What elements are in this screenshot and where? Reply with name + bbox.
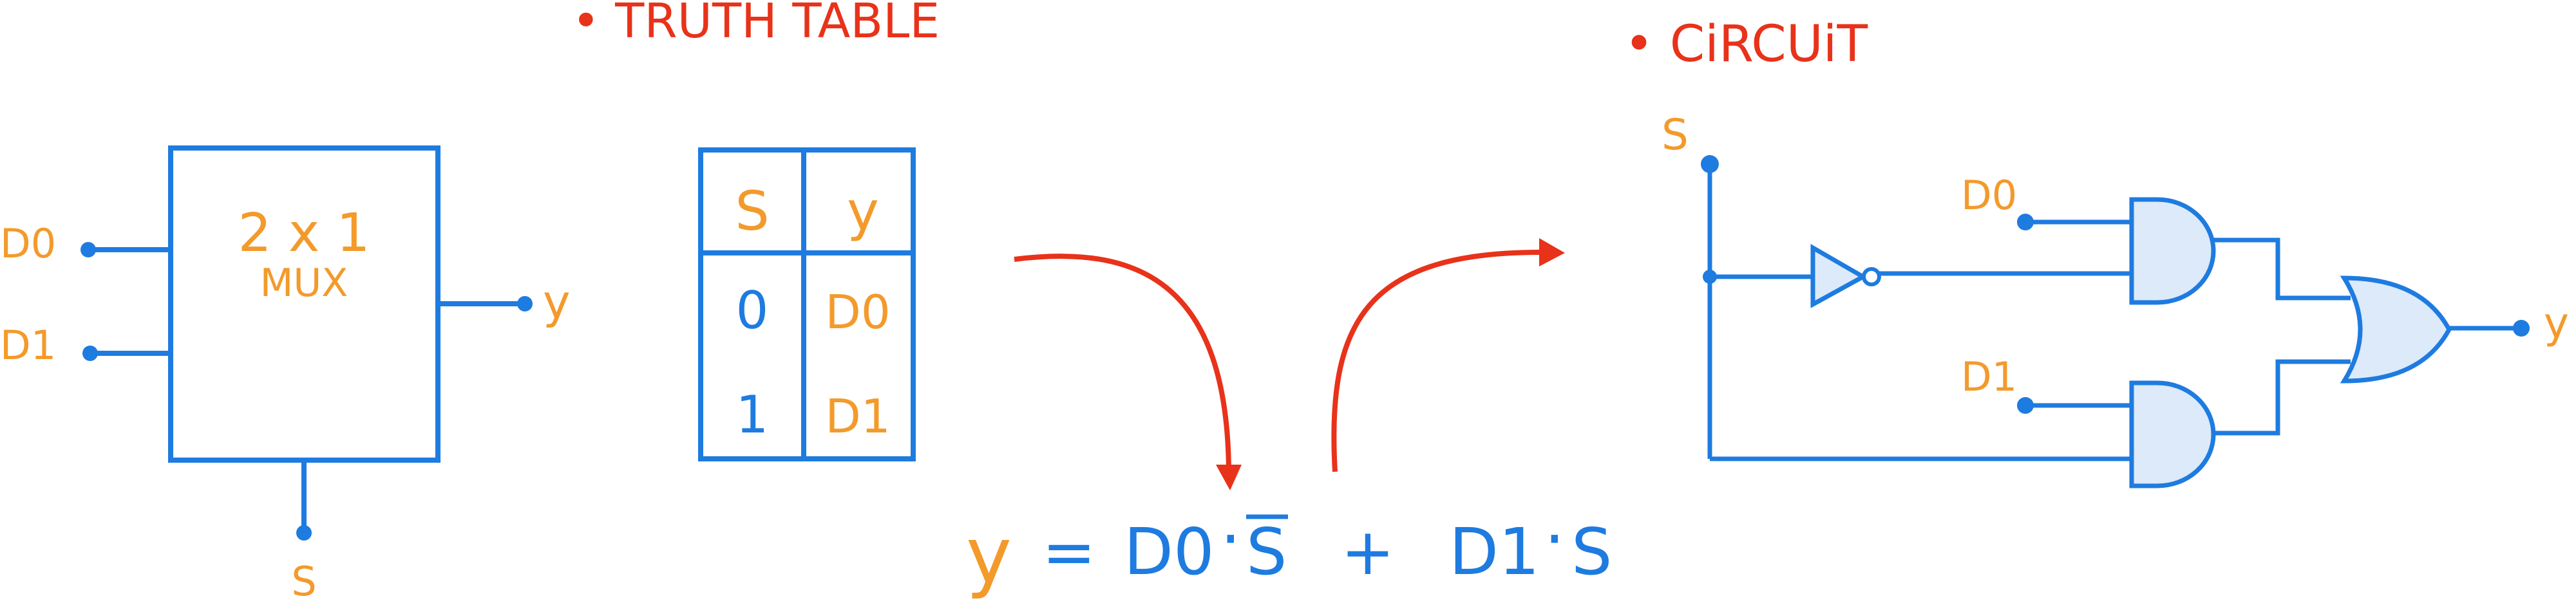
circuit-d0-label: D0 xyxy=(1961,172,2017,219)
circuit-title: • CiRCUiT xyxy=(1624,15,1868,73)
not-gate xyxy=(1810,243,1868,308)
truth-table-row2-y: D1 xyxy=(825,389,890,443)
truth-table-row1-s: 0 xyxy=(736,281,769,340)
mux-d1-terminal xyxy=(82,346,98,361)
equation-dot-2: · xyxy=(1544,501,1565,577)
mux-output-label: y xyxy=(543,275,571,329)
circuit-select-label: S xyxy=(1662,110,1689,160)
arrow-head-down xyxy=(1216,465,1242,490)
mux-select-label: S xyxy=(291,558,316,603)
equation-d1: D1 xyxy=(1449,514,1540,589)
truth-table-frame xyxy=(698,147,916,461)
mux-label-name: MUX xyxy=(260,261,348,306)
truth-table: S y 0 D0 1 D1 xyxy=(698,147,916,461)
equation-s-inverted: S xyxy=(1246,514,1287,589)
circuit-output-label: y xyxy=(2544,299,2569,348)
equation-d0: D0 xyxy=(1124,514,1215,589)
mux-select-terminal xyxy=(296,525,312,541)
truth-table-title: • TRUTH TABLE xyxy=(572,0,940,49)
truth-table-row2-s: 1 xyxy=(736,385,769,445)
circuit: S D0 D1 y xyxy=(1662,110,2569,488)
truth-table-header-y: y xyxy=(847,180,879,243)
or-gate xyxy=(2340,275,2452,384)
equation-dot-1: · xyxy=(1220,501,1241,577)
mux-d1-label: D1 xyxy=(0,322,56,369)
mux-label-size: 2 x 1 xyxy=(238,203,370,264)
circuit-wire-and2-to-or xyxy=(2213,359,2351,436)
equation-equals: = xyxy=(1042,514,1096,589)
arrow-table-to-equation xyxy=(1014,254,1232,480)
not-gate-bubble xyxy=(1862,267,1881,286)
circuit-output-terminal xyxy=(2513,320,2530,337)
mux-block: 2 x 1 MUX D0 D1 y S xyxy=(0,145,571,603)
arrow-equation-to-circuit xyxy=(1331,249,1546,472)
mux-d0-terminal xyxy=(80,242,96,257)
boolean-equation: y = D0 · S + D1 · S xyxy=(966,501,1612,601)
circuit-wire-and1-to-or xyxy=(2213,237,2351,301)
equation-output: y xyxy=(966,512,1012,601)
circuit-d1-label: D1 xyxy=(1961,353,2017,400)
and-gate-2 xyxy=(2129,380,2216,488)
flow-arrows xyxy=(1014,238,1565,490)
truth-table-header-s: S xyxy=(735,180,769,243)
and-gate-1 xyxy=(2129,197,2216,305)
equation-plus: + xyxy=(1341,514,1395,589)
arrow-head-right xyxy=(1539,238,1565,266)
mux-d0-label: D0 xyxy=(0,220,56,267)
truth-table-row1-y: D0 xyxy=(825,285,890,339)
equation-s: S xyxy=(1571,514,1612,589)
mux-output-terminal xyxy=(517,296,533,311)
